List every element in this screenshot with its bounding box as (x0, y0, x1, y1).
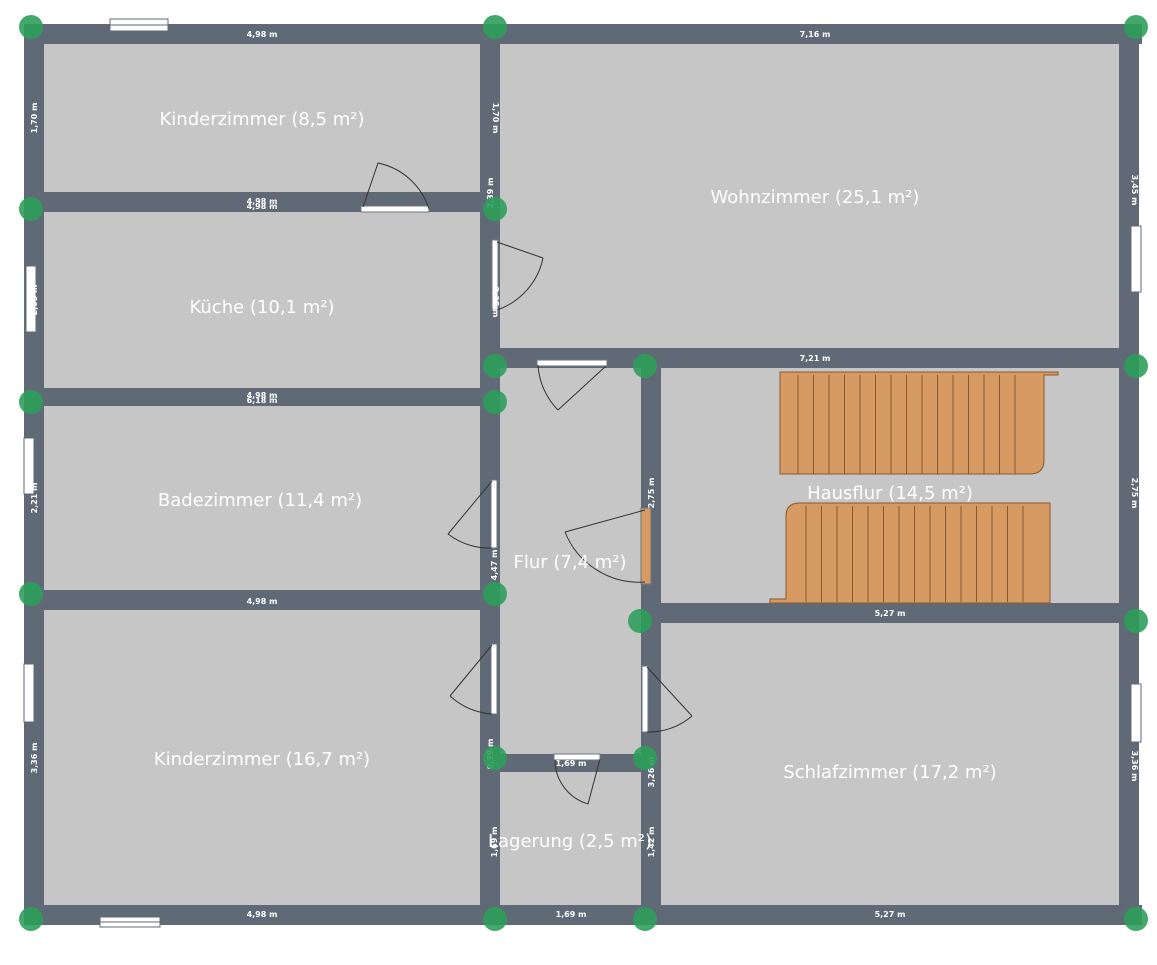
wall-lagerung-top[interactable] (480, 754, 661, 772)
room-labels: Kinderzimmer (8,5 m²) Küche (10,1 m²) Ba… (154, 109, 997, 852)
dim-wall-kinder-kueche-a: 4,98 m (247, 197, 278, 206)
wall-kueche-bad[interactable] (24, 388, 500, 406)
windows (23, 18, 1142, 928)
door-wohnzimmer[interactable] (491, 239, 544, 311)
dim-wall-kueche-bad-a: 4,98 m (247, 391, 278, 400)
wall-node[interactable] (483, 197, 507, 221)
wall-node[interactable] (483, 746, 507, 770)
wall-node[interactable] (1124, 609, 1148, 633)
dim-wall-kinder-kueche-b: 4,98 m (247, 202, 278, 211)
dim-mid-wohn-c: 2,05 m (491, 287, 500, 318)
dimension-labels: 4,98 m 7,16 m 4,98 m 4,98 m 4,98 m 6,18 … (247, 30, 906, 919)
wall-node[interactable] (19, 907, 43, 931)
wall-node[interactable] (483, 15, 507, 39)
wall-node[interactable] (1124, 907, 1148, 931)
dim-bottom-left: 4,98 m (247, 910, 278, 919)
wall-node[interactable] (483, 907, 507, 931)
stair-lower[interactable] (769, 502, 1051, 604)
door-hausflur[interactable] (564, 507, 652, 585)
wall-node[interactable] (483, 354, 507, 378)
wall-mid-vertical[interactable] (480, 24, 500, 925)
dim-wohnzimmer-bottom: 7,21 m (800, 354, 831, 363)
floor-kinderzimmer-2[interactable] (44, 610, 484, 906)
floor-schlafzimmer[interactable] (660, 622, 1120, 906)
wall-node[interactable] (633, 746, 657, 770)
floor-badezimmer[interactable] (44, 406, 484, 590)
label-lagerung: Lagerung (2,5 m²) (488, 831, 652, 852)
dim-bottom-right: 5,27 m (875, 910, 906, 919)
wall-node[interactable] (19, 582, 43, 606)
floor-kueche[interactable] (44, 212, 484, 388)
label-schlafzimmer: Schlafzimmer (17,2 m²) (783, 762, 996, 783)
wall-node[interactable] (483, 390, 507, 414)
door-flur-top[interactable] (536, 359, 608, 411)
floor-kinderzimmer-1[interactable] (44, 44, 484, 192)
dim-left-bad: 2,21 m (30, 483, 39, 514)
dim-hausflur-right: 2,75 m (1130, 478, 1139, 509)
dim-flur-left: 4,47 m (490, 550, 499, 581)
window-left-kinderzimmer-2[interactable] (23, 663, 35, 723)
doors (360, 162, 693, 805)
wall-outer-bottom[interactable] (24, 905, 1142, 925)
dim-schlaf-right: 3,36 m (1130, 751, 1139, 782)
dim-mid-wohn-b: 2,39 m (486, 178, 495, 209)
dim-top-left: 4,98 m (247, 30, 278, 39)
wall-outer-right[interactable] (1119, 24, 1139, 925)
wall-node[interactable] (1124, 354, 1148, 378)
dim-lagerung-top: 1,69 m (556, 759, 587, 768)
dim-wall-kueche-bad-b: 6,18 m (247, 396, 278, 405)
window-left-bad[interactable] (23, 437, 35, 495)
dim-wall-bad-kinder: 4,98 m (247, 597, 278, 606)
label-hausflur: Hausflur (14,5 m²) (807, 483, 973, 504)
window-right-schlafzimmer[interactable] (1130, 683, 1142, 743)
dim-left-kueche: 2,05 m (30, 285, 39, 316)
wall-node[interactable] (633, 907, 657, 931)
window-left-kueche[interactable] (25, 265, 37, 333)
wall-node[interactable] (628, 609, 652, 633)
window-right-wohnzimmer[interactable] (1130, 225, 1142, 293)
wall-node[interactable] (19, 15, 43, 39)
wall-nodes (19, 15, 1148, 931)
door-lagerung[interactable] (553, 753, 601, 805)
door-kinderzimmer-2[interactable] (449, 643, 498, 715)
label-kueche: Küche (10,1 m²) (189, 297, 334, 318)
wall-bad-kinder[interactable] (24, 590, 500, 610)
wall-node[interactable] (483, 582, 507, 606)
wall-hausflur-bottom[interactable] (641, 603, 1139, 623)
dim-flur-right: 2,75 m (647, 478, 656, 509)
floors (44, 44, 1120, 906)
dim-lagerung-left: 1,69 m (490, 827, 499, 858)
wall-flur-right[interactable] (641, 348, 661, 925)
dim-left-kinder2: 3,36 m (30, 743, 39, 774)
dim-wohn-right: 3,45 m (1130, 175, 1139, 206)
wall-node[interactable] (1124, 15, 1148, 39)
floor-wohnzimmer[interactable] (500, 44, 1120, 350)
label-flur: Flur (7,4 m²) (513, 552, 626, 573)
dim-lagerung-mid: 3,26 m (647, 757, 656, 788)
dim-bottom-mid: 1,69 m (556, 910, 587, 919)
wall-node[interactable] (19, 390, 43, 414)
door-kinderzimmer-1[interactable] (360, 162, 430, 213)
label-wohnzimmer: Wohnzimmer (25,1 m²) (711, 187, 920, 208)
door-schlafzimmer[interactable] (641, 665, 693, 733)
floor-flur[interactable] (500, 368, 642, 755)
door-badezimmer[interactable] (447, 479, 498, 549)
label-kinderzimmer-1: Kinderzimmer (8,5 m²) (160, 109, 365, 130)
dim-left-kinder: 1,70 m (30, 103, 39, 134)
wall-node[interactable] (633, 354, 657, 378)
label-badezimmer: Badezimmer (11,4 m²) (158, 490, 362, 511)
dim-top-right: 7,16 m (800, 30, 831, 39)
stairs (769, 371, 1059, 604)
dim-hausflur-bottom: 5,27 m (875, 609, 906, 618)
wall-outer-top[interactable] (24, 24, 1142, 44)
dim-mid-wohn-a: 1,70 m (491, 103, 500, 134)
stair-upper[interactable] (779, 371, 1059, 475)
label-kinderzimmer-2: Kinderzimmer (16,7 m²) (154, 749, 370, 770)
dim-lagerung-right: 1,42 m (647, 827, 656, 858)
wall-node[interactable] (19, 197, 43, 221)
